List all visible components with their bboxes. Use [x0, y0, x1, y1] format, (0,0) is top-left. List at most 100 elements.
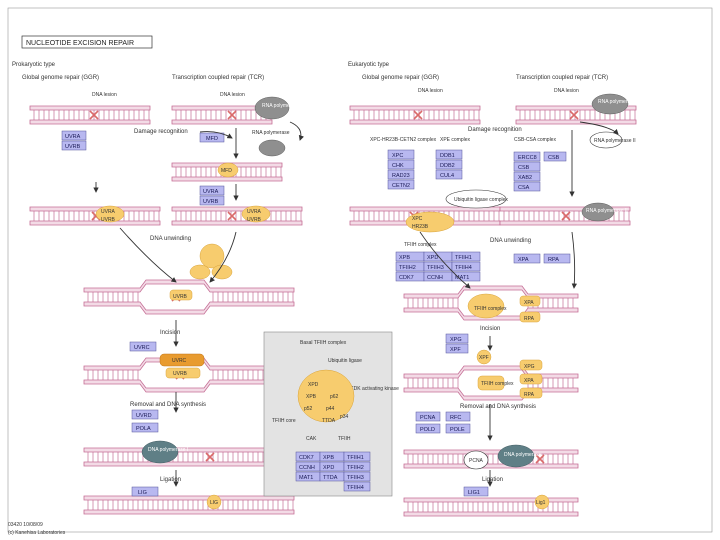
- gene-box-pcna-rfc[interactable]: PCNA RFC: [415, 411, 471, 422]
- dna-strand: [83, 495, 295, 515]
- svg-text:UVRC: UVRC: [172, 358, 187, 364]
- ubiquitin-ligase-bubble: [445, 189, 507, 209]
- svg-text:DDB2: DDB2: [440, 163, 455, 169]
- svg-text:TFIIH: TFIIH: [338, 436, 351, 442]
- tfiih-core-blob: [297, 369, 355, 423]
- gene-box-csa-complex[interactable]: ERCC8 CSB XAB2 CSA: [513, 151, 541, 192]
- gene-box-uvra-uvrb-2[interactable]: UVRA UVRB: [199, 185, 225, 206]
- gene-box-uvrc[interactable]: UVRC: [129, 341, 157, 352]
- uvra-uvrb-complex-left: [95, 205, 125, 223]
- svg-text:POLD: POLD: [420, 427, 435, 433]
- svg-text:TTDA: TTDA: [323, 475, 338, 481]
- svg-text:RNA polymerase II: RNA polymerase II: [598, 99, 640, 105]
- gene-box-lig1[interactable]: LIG1: [463, 486, 489, 497]
- xpg-protein: [519, 359, 543, 371]
- svg-text:CAK: CAK: [306, 436, 317, 442]
- svg-text:HR23B: HR23B: [412, 224, 429, 230]
- prok-dna-unwinding: DNA unwinding: [150, 236, 191, 242]
- svg-text:DDB1: DDB1: [440, 153, 455, 159]
- gene-box-xpc-complex[interactable]: XPC CHK RAD23 CETN2: [387, 149, 415, 190]
- gene-box-csb[interactable]: CSB: [543, 151, 567, 162]
- svg-text:PCNA: PCNA: [469, 458, 484, 464]
- gene-box-uvrd[interactable]: UVRD: [131, 409, 159, 420]
- prokaryotic-header: Prokaryotic type: [12, 62, 56, 68]
- svg-text:UVRB: UVRB: [173, 371, 188, 377]
- svg-text:POLE: POLE: [450, 427, 465, 433]
- gene-box-mfd[interactable]: MFD: [199, 132, 225, 143]
- svg-text:TTDA: TTDA: [322, 418, 336, 424]
- euk-ligation: Ligation: [482, 477, 503, 483]
- svg-text:POLA: POLA: [136, 426, 151, 432]
- prok-damage-recognition: Damage recognition: [134, 129, 188, 135]
- svg-text:CDK activating kinase: CDK activating kinase: [350, 386, 399, 392]
- euk-resynthesis: Removal and DNA synthesis: [460, 404, 536, 410]
- svg-text:UVRA: UVRA: [247, 209, 262, 215]
- svg-text:p52: p52: [304, 406, 313, 412]
- footer-code: 03420 10/08/09: [8, 522, 43, 528]
- svg-text:UVRA: UVRA: [65, 134, 81, 140]
- ddb-complex-head: XPE complex: [440, 137, 471, 143]
- svg-text:UVRB: UVRB: [65, 144, 81, 150]
- svg-text:XPD: XPD: [427, 255, 438, 261]
- svg-text:TFIIH2: TFIIH2: [399, 265, 416, 271]
- svg-text:CHK: CHK: [392, 163, 404, 169]
- prok-ggr-label: Global genome repair (GGR): [22, 75, 99, 81]
- euk-damage-recognition: Damage recognition: [468, 127, 522, 133]
- svg-text:XPB: XPB: [323, 455, 334, 461]
- svg-text:CSB: CSB: [548, 155, 560, 161]
- gene-box-xpa-rpa[interactable]: XPA RPA: [513, 253, 571, 264]
- prok-resynthesis: Removal and DNA synthesis: [130, 402, 206, 408]
- euk-tcr-label: Transcription coupled repair (TCR): [516, 75, 608, 81]
- svg-text:MFD: MFD: [206, 136, 218, 142]
- svg-text:RNA polymerase II: RNA polymerase II: [586, 208, 628, 214]
- svg-text:XPB: XPB: [399, 255, 410, 261]
- prok-lesion-label-1: DNA lesion: [92, 92, 117, 98]
- euk-incision: Incision: [480, 326, 500, 332]
- svg-text:MAT1: MAT1: [455, 275, 469, 281]
- tfiih-complex-head: TFIIH complex: [404, 242, 437, 248]
- rna-polymerase-top: [254, 96, 290, 120]
- svg-text:XAB2: XAB2: [518, 175, 532, 181]
- svg-text:Ubiquitin ligase complex: Ubiquitin ligase complex: [454, 197, 508, 203]
- svg-text:ERCC8: ERCC8: [518, 155, 537, 161]
- gene-box-ddb-complex[interactable]: DDB1 DDB2 CUL4: [435, 149, 463, 180]
- uvrb-protein-2: [165, 367, 201, 379]
- uvrb-bubble: [169, 289, 193, 301]
- svg-text:LIG1: LIG1: [468, 490, 480, 496]
- svg-text:CDK7: CDK7: [399, 275, 414, 281]
- svg-text:Ubiquitin ligase: Ubiquitin ligase: [328, 358, 362, 364]
- dna-polymerase-delta: [497, 444, 535, 468]
- csa-complex-head: CSB-CSA complex: [514, 137, 556, 143]
- gene-box-lig[interactable]: LIG: [131, 486, 159, 497]
- lig1-protein: [534, 494, 550, 510]
- svg-text:DNA polymerase: DNA polymerase: [504, 452, 542, 458]
- tfiih-box-title: Basal TFIIH complex: [300, 340, 347, 346]
- svg-text:LIG: LIG: [210, 500, 218, 506]
- gene-box-uvra-uvrb[interactable]: UVRA UVRB: [61, 130, 87, 151]
- svg-text:Lig1: Lig1: [536, 500, 546, 506]
- xpa-protein: [519, 295, 541, 307]
- gene-box-pold-pole[interactable]: POLD POLE: [415, 423, 471, 434]
- svg-text:UVRB: UVRB: [247, 217, 262, 223]
- svg-text:CSA: CSA: [518, 185, 530, 191]
- uvra-uvrb-complex-right: [241, 205, 271, 223]
- svg-text:UVRB: UVRB: [101, 217, 116, 223]
- gene-box-tfiih-basal-table[interactable]: CDK7 XPB TFIIH1 CCNH XPD TFIIH2 MAT1 TTD…: [295, 451, 371, 492]
- gene-box-pola[interactable]: POLA: [131, 422, 159, 433]
- rna-pol-label: RNA polymerase: [262, 103, 300, 109]
- svg-text:p34: p34: [340, 414, 349, 420]
- svg-text:PCNA: PCNA: [420, 415, 436, 421]
- svg-text:RFC: RFC: [450, 415, 461, 421]
- prok-lesion-label-2: DNA lesion: [220, 92, 245, 98]
- svg-text:DNA polymerase I: DNA polymerase I: [148, 447, 188, 453]
- euk-lesion-label-1: DNA lesion: [418, 88, 443, 94]
- dna-polymerase-i: [141, 440, 179, 464]
- svg-text:XPB: XPB: [306, 394, 317, 400]
- svg-text:LIG: LIG: [138, 490, 147, 496]
- svg-text:XPC: XPC: [412, 216, 423, 222]
- xpa-protein-2: [519, 373, 543, 385]
- gene-box-xpg[interactable]: XPG XPF: [445, 333, 469, 354]
- ligase-protein: [206, 494, 222, 510]
- svg-text:CSB: CSB: [518, 165, 530, 171]
